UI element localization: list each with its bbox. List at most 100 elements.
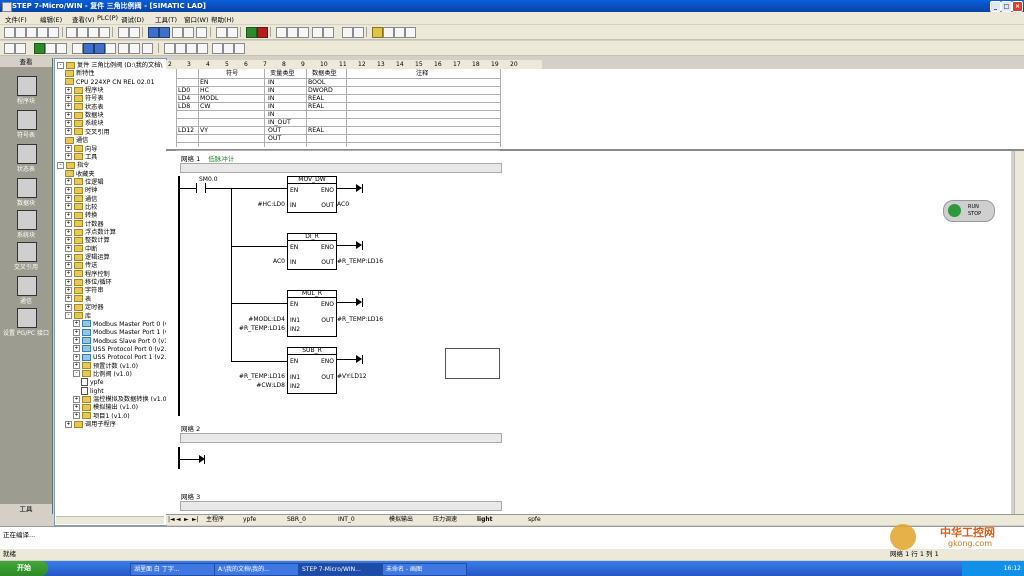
expand-toggle-icon[interactable]: - [57,61,64,69]
save-icon[interactable] [26,27,37,38]
compile-all-icon[interactable] [129,27,140,38]
remove-bookmark-icon[interactable] [105,43,116,54]
expand-toggle-icon[interactable]: + [65,178,72,186]
tab-pou[interactable]: SBR_0 [287,516,306,523]
read-all-forced-icon[interactable] [372,27,383,38]
expand-toggle-icon[interactable]: + [65,220,72,228]
nav-system-block[interactable]: 系统块 [6,210,46,242]
var-cell-var-type[interactable]: OUT [268,127,282,134]
tree-node[interactable]: ypfe [81,378,104,387]
expand-toggle-icon[interactable]: + [65,286,72,294]
tree-node[interactable]: +模拟输出 (v1.0) [73,403,138,412]
var-cell-var-type[interactable]: IN [268,79,275,86]
line-down-icon[interactable] [164,43,175,54]
tree-node[interactable]: +整数计算 [65,236,110,245]
tree-node[interactable]: +USS Protocol Port 0 (v2.3 [73,345,166,354]
stop-icon[interactable] [257,27,268,38]
expand-toggle-icon[interactable]: - [73,370,80,378]
start-button[interactable]: 开始 [0,561,48,576]
expand-toggle-icon[interactable]: - [65,312,72,319]
input-operand[interactable]: #R_TEMP:LD16 [238,325,285,332]
tree-node[interactable]: 通信 [65,136,88,145]
expand-toggle-icon[interactable]: + [65,228,72,236]
expand-toggle-icon[interactable]: + [65,111,72,119]
contact-left-bar[interactable] [196,183,197,193]
menu-help[interactable]: 帮助(H) [211,16,234,24]
upload-icon[interactable] [148,27,159,38]
var-cell-data-type[interactable]: REAL [308,95,324,102]
tree-node[interactable]: 新特性 [65,69,95,78]
tree-node[interactable]: +时钟 [65,186,97,195]
input-operand[interactable]: #CW:LD8 [256,382,285,389]
var-cell-symbol[interactable]: LD4 [178,95,191,102]
delete-network-icon[interactable] [15,43,26,54]
pause-status-icon[interactable] [287,27,298,38]
task-button-step7[interactable]: STEP 7-Micro/WIN... [298,563,383,576]
editor-vertical-scrollbar[interactable] [1014,151,1024,514]
expand-toggle-icon[interactable]: + [73,337,80,345]
var-cell-data-type[interactable]: REAL [308,103,324,110]
menu-edit[interactable]: 编辑(E) [40,16,63,24]
paste-icon[interactable] [88,27,99,38]
tree-node[interactable]: +比较 [65,203,97,212]
tab-scroll-icon[interactable]: |◄ [168,516,175,523]
expand-toggle-icon[interactable]: + [65,86,72,94]
var-cell-name[interactable]: EN [200,79,209,86]
prev-bookmark-icon[interactable] [94,43,105,54]
create-symbol-table-icon[interactable] [129,43,140,54]
program-status-icon[interactable] [276,27,287,38]
close-button[interactable]: × [1012,1,1023,12]
expand-toggle-icon[interactable]: + [73,412,80,420]
force-icon[interactable] [342,27,353,38]
tab-scroll-icon[interactable]: ►| [192,516,199,523]
tab-pou[interactable]: 压力调速 [433,516,458,523]
box-icon[interactable] [234,43,245,54]
expand-toggle-icon[interactable]: + [73,362,80,370]
navbar-footer[interactable]: 工具 [0,504,52,514]
nav-communication[interactable]: 通信 [6,276,46,308]
task-button-paint[interactable]: 未命名 - 画图 [382,563,467,576]
nav-cross-reference[interactable]: 交叉引用 [6,242,46,274]
var-cell-symbol[interactable]: LD12 [178,127,195,134]
tree-node[interactable]: +预置计数 (v1.0) [73,362,138,371]
write-icon[interactable] [383,27,394,38]
unforce-icon[interactable] [353,27,364,38]
var-cell-var-type[interactable]: IN [268,103,275,110]
tree-node[interactable]: +定时器 [65,303,104,312]
compile-icon[interactable] [118,27,129,38]
minimize-button[interactable]: _ [990,1,1001,12]
insert-network-icon[interactable] [4,43,15,54]
new-icon[interactable] [4,27,15,38]
expand-toggle-icon[interactable]: + [73,403,80,411]
expand-toggle-icon[interactable]: + [73,328,80,336]
var-cell-var-type[interactable]: IN_OUT [268,119,291,126]
tab-scroll-icon[interactable]: ◄ [176,516,181,523]
menu-tools[interactable]: 工具(T) [155,16,178,24]
tab-pou[interactable]: INT_0 [338,516,355,523]
line-left-icon[interactable] [186,43,197,54]
next-bookmark-icon[interactable] [83,43,94,54]
var-cell-symbol[interactable]: LD0 [178,87,191,94]
tree-node[interactable]: +位逻辑 [65,178,104,187]
tree-node[interactable]: -复件 三角比例阀 (D:\我的文档\ [57,61,162,70]
expand-toggle-icon[interactable]: + [65,94,72,102]
tab-pou[interactable]: spfe [528,516,541,523]
tree-node[interactable]: +Modbus Master Port 1 (v1 [73,328,166,337]
line-right-icon[interactable] [197,43,208,54]
expand-toggle-icon[interactable]: + [65,245,72,253]
expand-toggle-icon[interactable]: + [65,261,72,269]
output-operand[interactable]: #R_TEMP:LD16 [337,258,384,265]
tree-node[interactable]: +Modbus Master Port 0 (v1 [73,320,166,329]
expand-toggle-icon[interactable]: + [65,195,72,203]
tab-pou[interactable]: 主程序 [206,516,225,523]
expand-toggle-icon[interactable]: + [65,211,72,219]
toggle-network-comment-icon[interactable] [45,43,56,54]
tree-node[interactable]: +交叉引用 [65,128,110,137]
input-operand[interactable]: #HC:LD0 [257,201,285,208]
tree-node[interactable]: CPU 224XP CN REL 02.01 [65,78,155,87]
expand-toggle-icon[interactable]: + [65,103,72,111]
tree-node[interactable]: +通信 [65,195,97,204]
sort-asc-icon[interactable] [172,27,183,38]
